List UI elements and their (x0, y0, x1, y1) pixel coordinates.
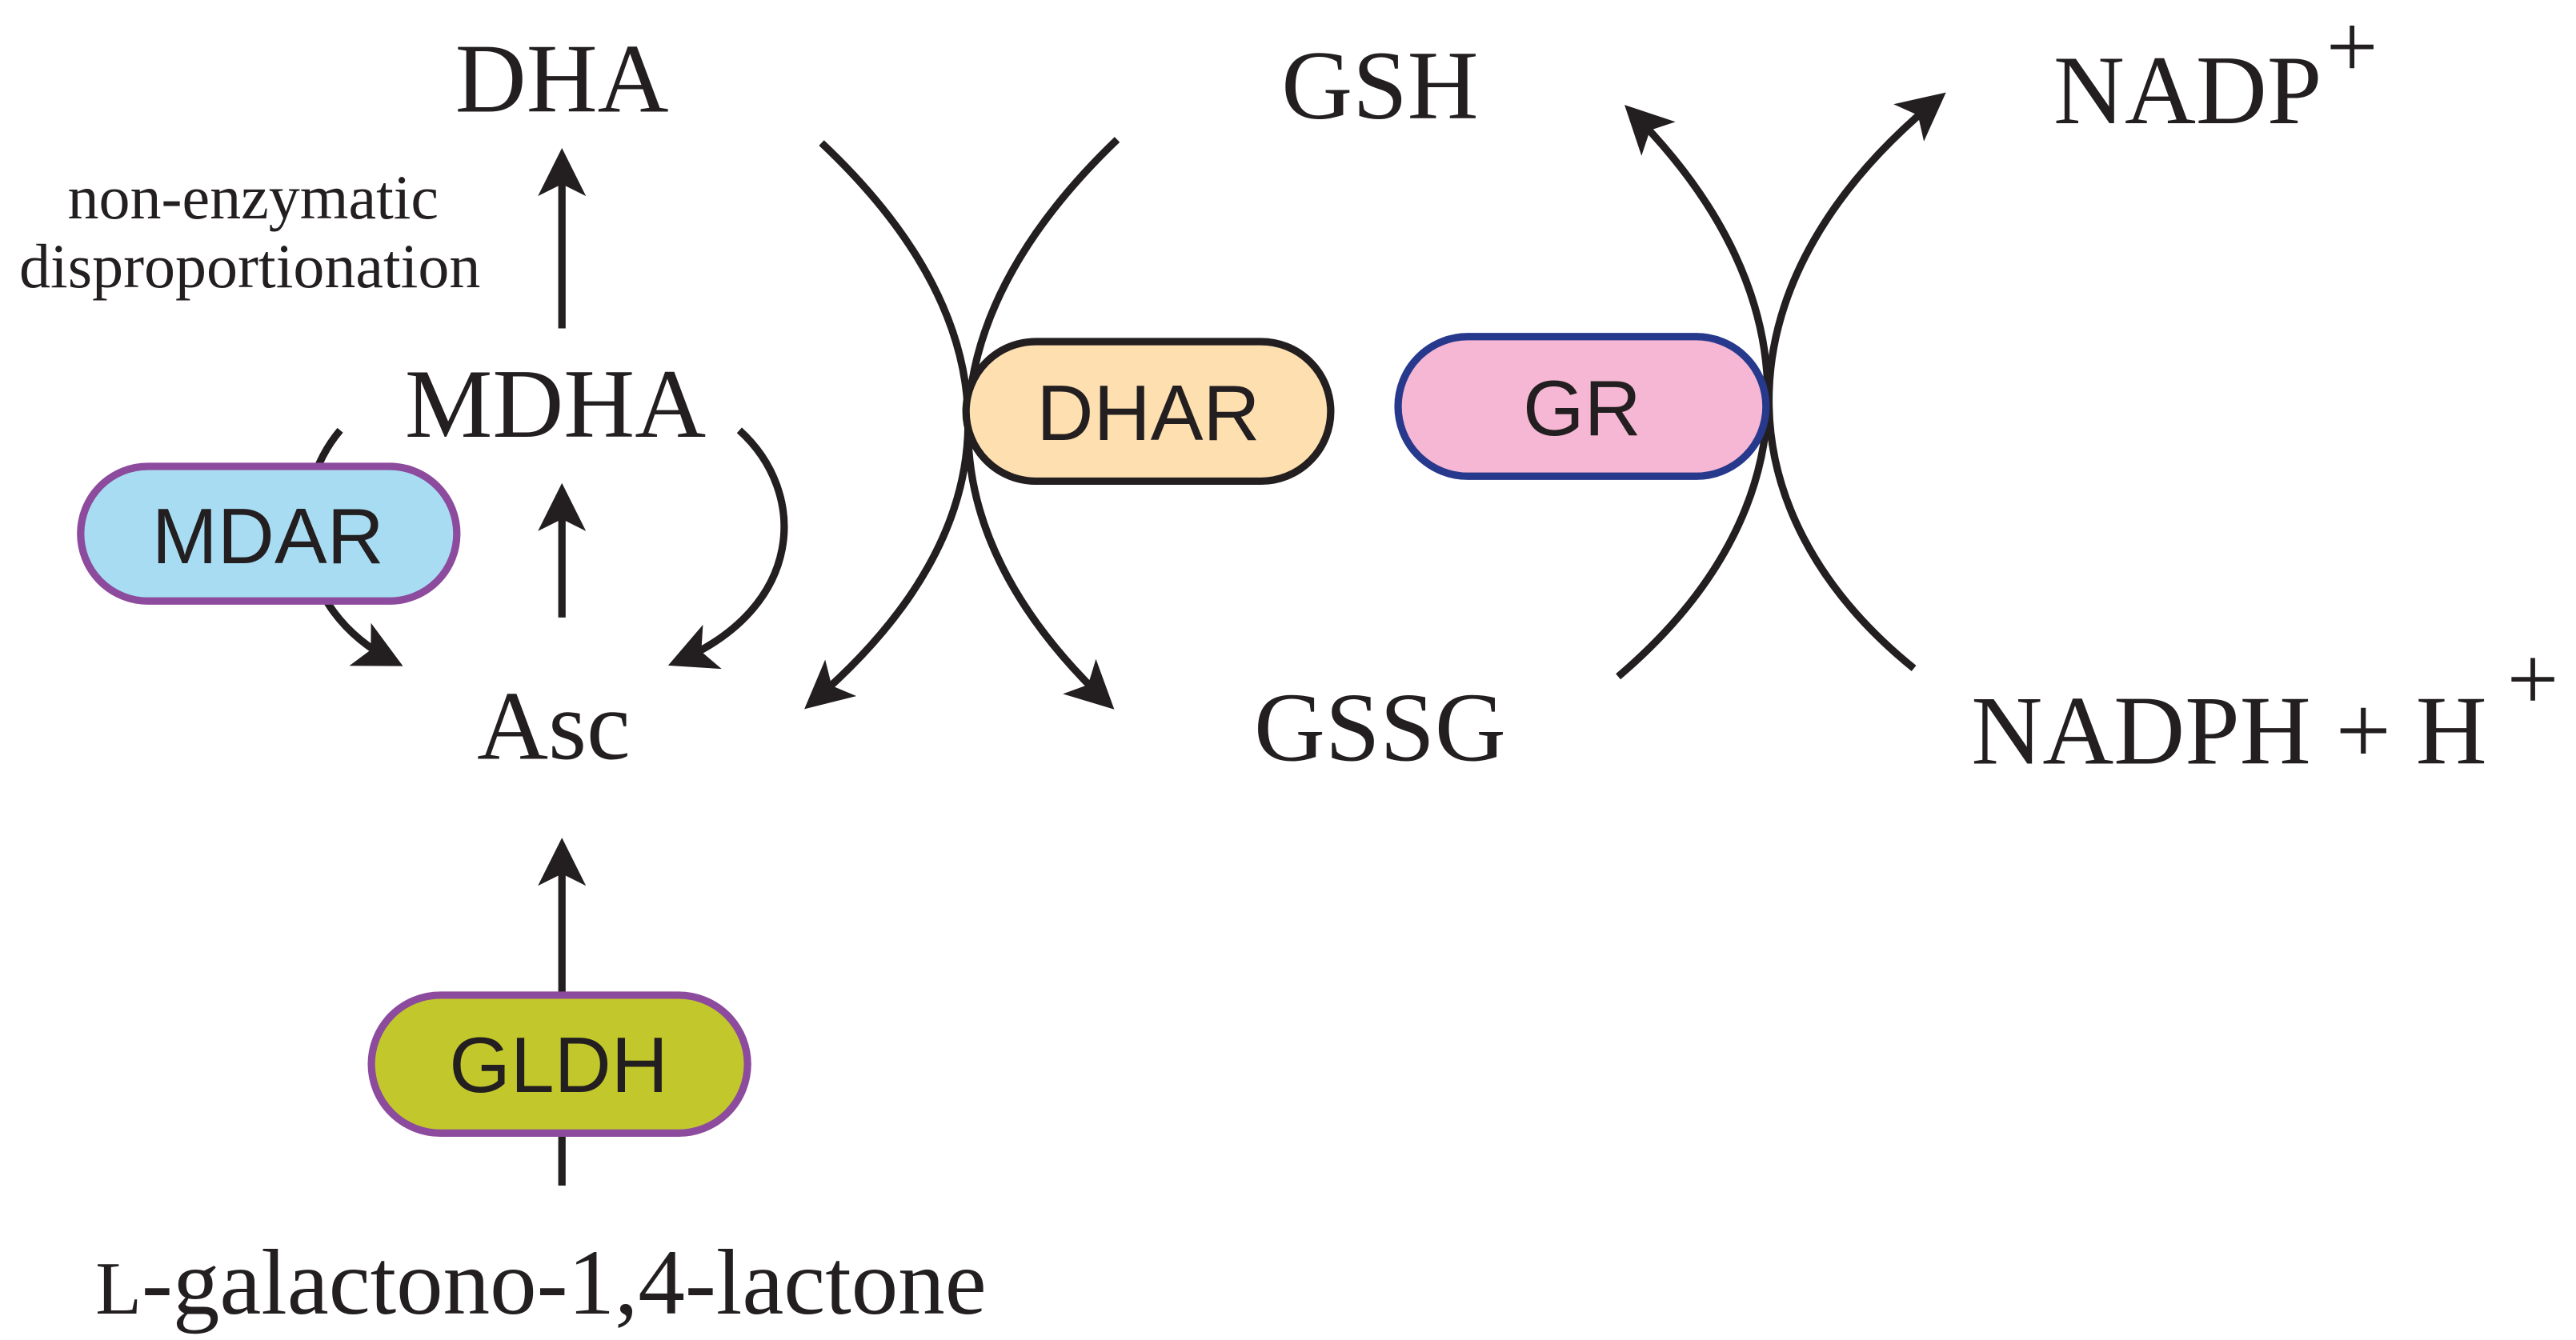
mdha-to-asc-curved-arrow (667, 427, 788, 670)
dhar-dha-to-asc-arc (804, 140, 972, 710)
nadph-label: NADPH + H (1971, 676, 2486, 786)
mdha-label: MDHA (405, 349, 706, 458)
precursor-label: L-galactono-1,4-lactone (95, 1231, 986, 1334)
asc-label: Asc (477, 670, 631, 780)
nadp-label: NADP (2053, 35, 2322, 145)
gr-pill (1394, 333, 1770, 480)
gsh-label: GSH (1281, 30, 1478, 140)
nadph-charge-superscript: + (2507, 628, 2559, 730)
precursor-name: -galactono-1,4-lactone (142, 1231, 987, 1334)
dhar-label: DHAR (1036, 369, 1260, 457)
mdar-pill (77, 462, 461, 605)
gr-nadph-to-nadp-arc (1765, 92, 1946, 672)
gldh-label: GLDH (449, 1021, 668, 1109)
dhar-pill (962, 338, 1335, 486)
annotation-line-1: non-enzymatic (68, 162, 439, 232)
precursor-prefix: L (95, 1247, 142, 1330)
gldh-pill (367, 991, 751, 1137)
dhar-enzyme: DHAR (962, 338, 1335, 486)
nadp-charge-superscript: + (2326, 0, 2378, 97)
gr-enzyme: GR (1394, 333, 1770, 480)
dha-label: DHA (455, 24, 669, 134)
annotation-line-2: disproportionation (19, 231, 480, 301)
mdar-label: MDAR (152, 492, 384, 580)
gldh-enzyme: GLDH (367, 991, 751, 1137)
gssg-label: GSSG (1254, 672, 1506, 782)
mdar-enzyme: MDAR (77, 462, 461, 605)
gr-label: GR (1523, 364, 1641, 452)
